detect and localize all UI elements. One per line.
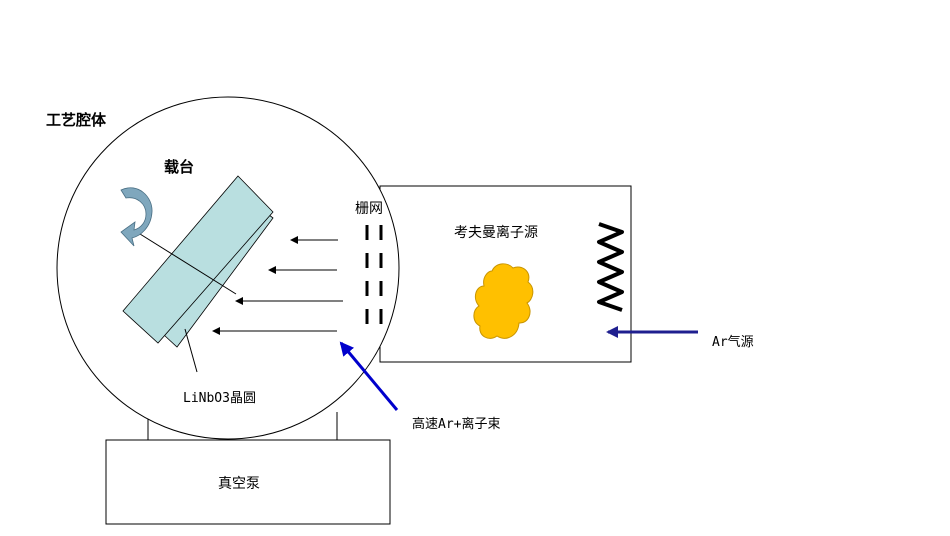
stage-axis-line	[139, 233, 237, 295]
chamber-label: 工艺腔体	[46, 111, 107, 129]
grid-electrode	[365, 225, 383, 324]
ion-beam-arrow	[339, 341, 399, 411]
vacuum-pump-box	[105, 439, 391, 525]
ion-beam-label: 高速Ar+离子束	[412, 416, 500, 432]
stage-assembly	[122, 175, 274, 373]
wafer-label: LiNbO3晶圆	[183, 391, 256, 406]
gas-source-label: Ar气源	[712, 334, 754, 350]
filament-coil	[597, 222, 624, 312]
stage-label: 载台	[164, 158, 194, 176]
plasma-cloud	[473, 263, 534, 339]
grid-label: 栅网	[355, 201, 383, 217]
wafer-pointer-line	[184, 328, 198, 373]
rotation-arrow-icon	[120, 187, 153, 247]
kaufman-source-label: 考夫曼离子源	[454, 224, 538, 241]
vacuum-pump	[105, 412, 391, 525]
vacuum-pump-label: 真空泵	[218, 476, 260, 492]
ion-flow-arrows	[212, 236, 343, 335]
stage-plate	[122, 175, 274, 344]
